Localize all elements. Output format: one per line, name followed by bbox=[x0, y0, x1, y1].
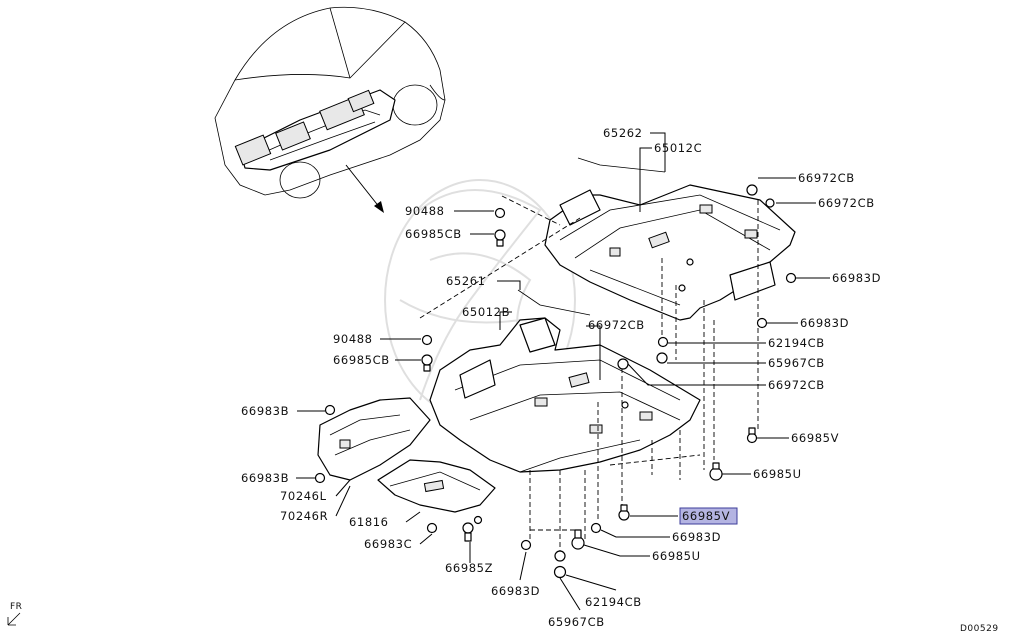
front-undercover-65012B bbox=[429, 317, 701, 473]
rear-undercover-65012C bbox=[544, 184, 796, 321]
vehicle-outline-illustration bbox=[214, 6, 446, 213]
arrow-icon bbox=[7, 612, 21, 626]
part-label[interactable]: 66972CB bbox=[768, 378, 825, 392]
part-label[interactable]: 65012C bbox=[654, 141, 702, 155]
part-labels: 65262 65012C 66972CB 66972CB 90488 66985… bbox=[241, 126, 881, 629]
rod-65261 bbox=[517, 289, 591, 316]
part-label[interactable]: 70246R bbox=[280, 509, 328, 523]
part-label[interactable]: 66985U bbox=[652, 549, 701, 563]
part-label[interactable]: 66983C bbox=[364, 537, 412, 551]
skid-plate-61816 bbox=[377, 459, 496, 513]
part-label[interactable]: 65012B bbox=[462, 305, 510, 319]
highlighted-part-box bbox=[679, 507, 738, 525]
part-label[interactable]: 66983B bbox=[241, 404, 289, 418]
part-label[interactable]: 62194CB bbox=[768, 336, 825, 350]
part-label[interactable]: 66985V bbox=[791, 431, 839, 445]
part-label[interactable]: 66983B bbox=[241, 471, 289, 485]
part-label[interactable]: 61816 bbox=[349, 515, 389, 529]
part-label[interactable]: 65261 bbox=[446, 274, 486, 288]
part-label[interactable]: 66983D bbox=[491, 584, 540, 598]
direction-label: FR bbox=[10, 602, 22, 612]
part-label[interactable]: 66985CB bbox=[405, 227, 462, 241]
fasteners bbox=[314, 184, 797, 579]
part-label[interactable]: 66972CB bbox=[818, 196, 875, 210]
part-label[interactable]: 65262 bbox=[603, 126, 643, 140]
part-label[interactable]: 90488 bbox=[333, 332, 373, 346]
part-label[interactable]: 65967CB bbox=[768, 356, 825, 370]
part-label[interactable]: 66983D bbox=[832, 271, 881, 285]
front-direction-indicator: FR bbox=[7, 602, 22, 626]
part-label[interactable]: 66983D bbox=[672, 530, 721, 544]
part-label[interactable]: 66985U bbox=[753, 467, 802, 481]
assembly-center-lines bbox=[419, 195, 759, 560]
part-label[interactable]: 70246L bbox=[280, 489, 327, 503]
part-label[interactable]: 65967CB bbox=[548, 615, 605, 629]
part-label[interactable]: 62194CB bbox=[585, 595, 642, 609]
leader-lines bbox=[296, 132, 830, 611]
part-label[interactable]: 66983D bbox=[800, 316, 849, 330]
part-label[interactable]: 66985Z bbox=[445, 561, 493, 575]
side-shield-70246 bbox=[317, 397, 431, 481]
reference-code: D00529 bbox=[960, 624, 999, 634]
part-label[interactable]: 90488 bbox=[405, 204, 445, 218]
part-label-highlighted[interactable]: 66985V bbox=[682, 509, 730, 523]
part-label[interactable]: 66985CB bbox=[333, 353, 390, 367]
rod-65262 bbox=[577, 157, 666, 173]
part-label[interactable]: 66972CB bbox=[588, 318, 645, 332]
part-label[interactable]: 66972CB bbox=[798, 171, 855, 185]
